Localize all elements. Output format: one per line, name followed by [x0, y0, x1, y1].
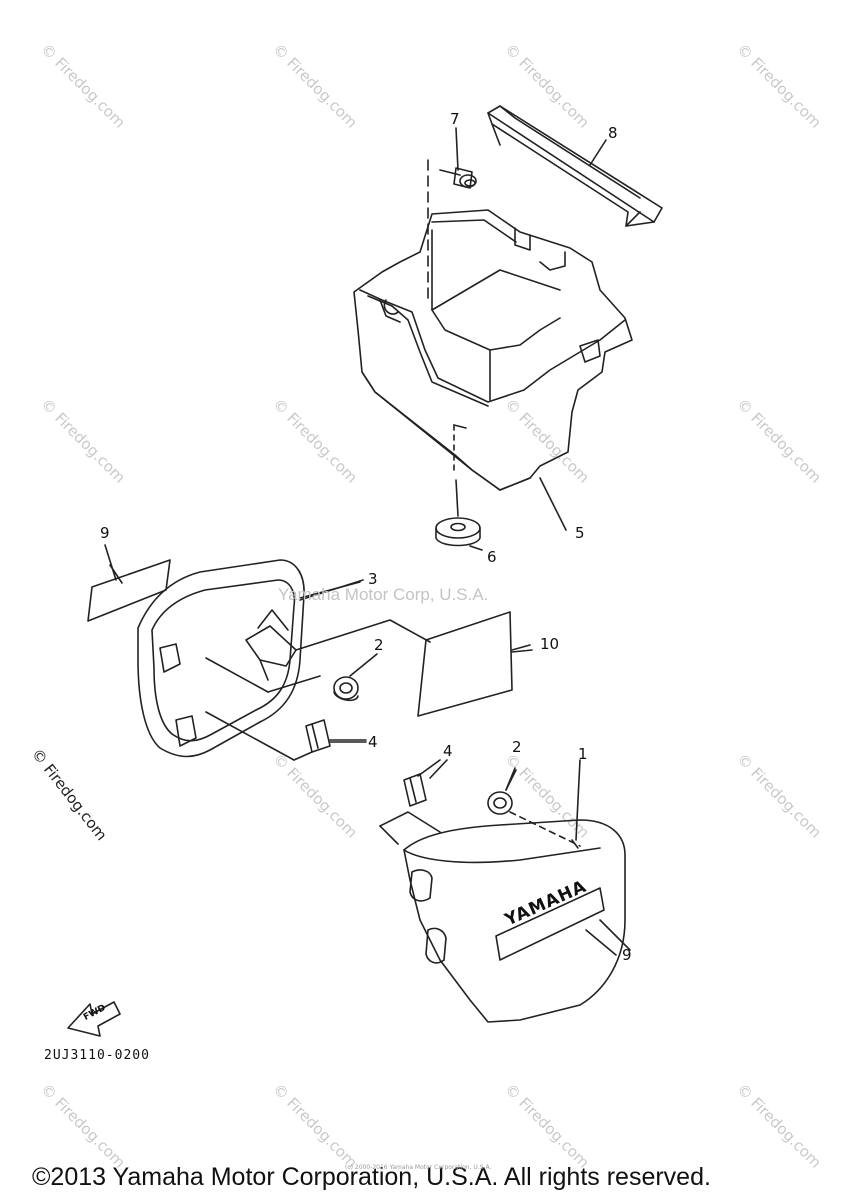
- copyright: ©2013 Yamaha Motor Corporation, U.S.A. A…: [32, 1163, 711, 1191]
- side-cover-right: [379, 759, 631, 1023]
- side-cover-left: [137, 559, 431, 761]
- part-code: 2UJ3110-0200: [44, 1048, 150, 1063]
- callout-6: 6: [487, 548, 497, 566]
- callout-10: 10: [540, 635, 560, 653]
- damper-upper: [333, 653, 378, 702]
- callout-8: 8: [608, 124, 618, 142]
- callout-7: 7: [450, 110, 460, 128]
- clip-upper: [305, 719, 367, 753]
- damper-pad: [417, 611, 531, 717]
- callout-9-right: 9: [622, 946, 632, 964]
- bolt: [439, 167, 477, 189]
- callout-1: 1: [578, 745, 588, 763]
- clip-lower: [403, 759, 441, 807]
- callout-2-lower: 2: [512, 738, 522, 756]
- fwd-arrow-icon: [67, 1001, 121, 1037]
- watermark-center: Yamaha Motor Corp, U.S.A.: [278, 585, 489, 604]
- battery-box: [353, 159, 633, 491]
- callout-5: 5: [575, 524, 585, 542]
- callout-2-upper: 2: [374, 636, 384, 654]
- callout-3: 3: [368, 570, 378, 588]
- battery-strap: [487, 105, 663, 227]
- watermark-tiny: (c) 2000-2016 Yamaha Motor Corporation, …: [345, 1164, 492, 1171]
- callout-9-left: 9: [100, 524, 110, 542]
- callout-4-lower: 4: [443, 742, 453, 760]
- grommet: [435, 479, 481, 547]
- decal-left: [87, 559, 171, 622]
- callout-4-upper: 4: [368, 733, 378, 751]
